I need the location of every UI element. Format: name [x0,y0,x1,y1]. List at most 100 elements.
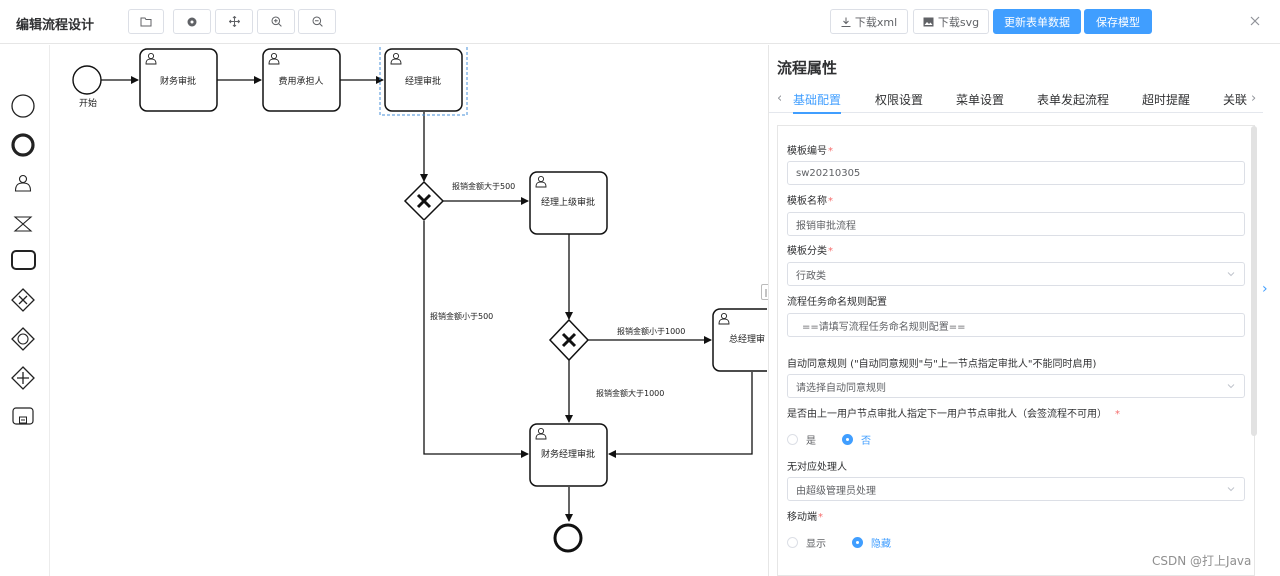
diagram-canvas[interactable]: 开始 财务审批 费用承担人 经理审批 [51,45,767,576]
chevron-down-icon [1227,384,1235,389]
download-svg-label: 下载svg [937,15,980,29]
template-name-field[interactable]: 报销审批流程 [787,212,1245,236]
basic-config-form: 模板编号* sw20210305 模板名称* 报销审批流程 模板分类* 行政类 … [777,125,1255,576]
tab-scroll-left-icon[interactable]: ‹ [777,91,783,106]
template-code-field[interactable]: sw20210305 [787,161,1245,185]
task-label: 总经理审 [729,333,765,345]
template-code-label: 模板编号* [787,146,833,157]
task-naming-field[interactable]: ==请填写流程任务命名规则配置== [787,313,1245,337]
prev-assign-label: 是否由上一用户节点审批人指定下一用户节点审批人（会签流程不可用）* [787,409,1120,420]
fit-viewport-button[interactable] [215,9,253,34]
task-finance-approval[interactable]: 财务审批 [139,48,218,112]
exclusive-gateway-2[interactable] [548,318,590,362]
start-event[interactable] [72,65,102,95]
tab-basic-config[interactable]: 基础配置 [793,93,842,107]
tab-menu-settings[interactable]: 菜单设置 [956,93,1005,107]
radio-label: 显示 [806,539,826,550]
end-event[interactable] [553,523,583,553]
task-general-manager-approval[interactable]: 总经理审 [712,308,767,372]
auto-approve-placeholder: 请选择自动同意规则 [796,382,886,394]
exclusive-gateway-tool-icon[interactable] [11,288,35,312]
radio-circle [842,434,853,445]
task-naming-label: 流程任务命名规则配置 [787,297,887,308]
task-cost-bearer[interactable]: 费用承担人 [262,48,341,112]
exclusive-gateway-1[interactable] [403,180,445,222]
open-file-button[interactable] [128,9,164,34]
selection-outline [379,45,468,116]
flow-label-gt1000: 报销金额大于1000 [596,388,664,398]
zoom-in-button[interactable] [257,9,295,34]
task-label: 经理审批 [405,75,441,87]
download-xml-button[interactable]: 下载xml [830,9,908,34]
task-finance-manager-approval[interactable]: 财务经理审批 [529,423,608,487]
task-tool-icon[interactable] [11,250,36,270]
start-event-label: 开始 [79,97,97,109]
properties-panel: 流程属性 ‹ 基础配置 权限设置 菜单设置 表单发起流程 超时提醒 关联 › 模… [768,45,1263,576]
no-handler-select[interactable]: 由超级管理员处理 [787,477,1245,501]
flow-label-lt1000: 报销金额小于1000 [617,326,685,336]
prev-assign-yes-radio[interactable]: 是 [787,432,816,447]
template-code-value: sw20210305 [796,167,861,179]
image-icon [923,17,934,26]
radio-label: 隐藏 [871,539,891,550]
start-event-tool-icon[interactable] [11,94,35,118]
update-form-data-button[interactable]: 更新表单数据 [993,9,1081,34]
zoom-in-icon [271,16,282,27]
user-task-tool-icon[interactable] [14,174,32,192]
chevron-down-icon [1227,272,1235,277]
zoom-out-button[interactable] [298,9,336,34]
mobile-show-radio[interactable]: 显示 [787,535,826,550]
tab-form-start-flow[interactable]: 表单发起流程 [1037,93,1110,107]
collapse-panel-icon[interactable]: › [1262,281,1268,297]
tab-bar: ‹ 基础配置 权限设置 菜单设置 表单发起流程 超时提醒 关联 › [769,87,1263,113]
flow-label-lt500: 报销金额小于500 [430,311,493,321]
auto-approve-select[interactable]: 请选择自动同意规则 [787,374,1245,398]
close-icon[interactable] [1248,14,1262,28]
panel-scrollbar[interactable] [1251,126,1257,436]
save-model-button[interactable]: 保存模型 [1084,9,1152,34]
mobile-hide-radio[interactable]: 隐藏 [852,535,891,550]
record-button[interactable] [173,9,211,34]
watermark: CSDN @打上Java [1152,554,1252,568]
prev-assign-no-radio[interactable]: 否 [842,432,871,447]
template-name-label: 模板名称* [787,196,833,207]
tab-permissions[interactable]: 权限设置 [875,93,924,107]
parallel-gateway-tool-icon[interactable] [11,366,35,390]
panel-title: 流程属性 [777,59,838,77]
task-naming-value: ==请填写流程任务命名规则配置== [802,321,966,333]
radio-label: 否 [861,436,871,447]
subprocess-tool-icon[interactable] [12,407,34,425]
record-icon [187,17,197,26]
template-category-value: 行政类 [796,270,826,282]
bpmn-diagram[interactable]: 开始 财务审批 费用承担人 经理审批 [51,45,767,576]
no-handler-label: 无对应处理人 [787,462,847,473]
task-label: 费用承担人 [278,75,323,87]
auto-approve-label: 自动同意规则 ("自动同意规则"与"上一节点指定审批人"不能同时启用) [787,359,1097,370]
inclusive-gateway-tool-icon[interactable] [11,327,35,351]
task-manager-approval[interactable]: 经理审批 [379,45,468,116]
radio-circle [787,537,798,548]
task-manager-superior-approval[interactable]: 经理上级审批 [529,171,608,235]
end-event-tool-icon[interactable] [11,133,35,157]
toolbar: 编辑流程设计 [0,0,1280,44]
tab-scroll-right-icon[interactable]: › [1251,91,1257,106]
tab-timeout-reminder[interactable]: 超时提醒 [1142,93,1191,107]
folder-icon [140,17,152,26]
page-title: 编辑流程设计 [16,18,95,33]
flow-label-gt500: 报销金额大于500 [452,181,515,191]
save-model-label: 保存模型 [1096,15,1140,29]
sequence-flows[interactable] [101,76,753,522]
service-task-tool-icon[interactable] [13,216,33,232]
tool-palette [0,45,50,576]
tab-related[interactable]: 关联 [1223,93,1248,107]
radio-label: 是 [806,436,816,447]
radio-circle [852,537,863,548]
task-label: 财务审批 [160,75,196,87]
template-category-select[interactable]: 行政类 [787,262,1245,286]
download-xml-label: 下载xml [854,15,898,29]
download-svg-button[interactable]: 下载svg [913,9,989,34]
task-label: 财务经理审批 [541,448,595,460]
task-label: 经理上级审批 [541,196,595,208]
chevron-down-icon [1227,487,1235,492]
